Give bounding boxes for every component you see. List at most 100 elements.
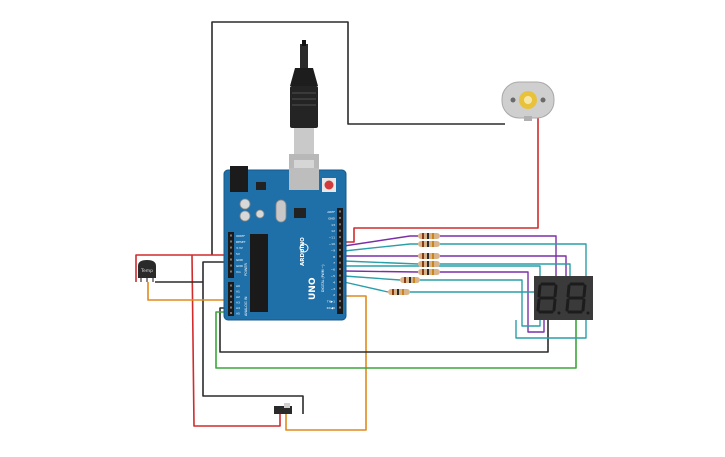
- resistor-icon[interactable]: [400, 277, 420, 283]
- resistor-icon[interactable]: [418, 233, 440, 239]
- wire-seg-6[interactable]: [343, 270, 545, 333]
- digital-pin[interactable]: [339, 229, 341, 232]
- seven-segment-display-icon: [565, 282, 587, 314]
- digital-pin[interactable]: [339, 223, 341, 226]
- power-pin[interactable]: [230, 270, 232, 273]
- wire-display-common[interactable]: [215, 311, 577, 369]
- digital-pin[interactable]: [339, 255, 341, 258]
- wire-seg-2[interactable]: [343, 243, 587, 339]
- digital-pin[interactable]: [339, 306, 341, 309]
- wire-seg-3[interactable]: [344, 255, 567, 276]
- board-brand: ARDUINO: [300, 237, 306, 266]
- resistor-icon[interactable]: [388, 289, 410, 295]
- resistor-icon[interactable]: [418, 241, 440, 247]
- power-pin[interactable]: [230, 252, 232, 255]
- analog-pin[interactable]: [230, 290, 232, 292]
- power-pin[interactable]: [230, 258, 232, 261]
- power-pin-label: IOREF: [236, 234, 245, 238]
- seven-segment-display-1[interactable]: [534, 276, 564, 320]
- dc-motor-icon[interactable]: [501, 81, 555, 121]
- analog-pin-label: A5: [236, 312, 240, 316]
- digital-pin[interactable]: [339, 248, 341, 251]
- slide-switch-icon[interactable]: [274, 403, 292, 414]
- analog-pin-label: A2: [236, 295, 240, 299]
- digital-pin[interactable]: [339, 287, 341, 290]
- wire-switch-signal[interactable]: [285, 295, 367, 431]
- power-pin-label: GND: [236, 258, 244, 262]
- analog-pin[interactable]: [230, 295, 232, 298]
- digital-pin-label: 12: [331, 229, 335, 233]
- analog-pin[interactable]: [230, 284, 232, 287]
- digital-pin-label: 13: [331, 223, 335, 227]
- power-pin[interactable]: [230, 246, 232, 249]
- digital-pin[interactable]: [339, 210, 341, 213]
- wire-motor-ground[interactable]: [211, 21, 505, 255]
- analog-pin-label: A3: [236, 301, 240, 305]
- digital-pin-label: TX▶1: [326, 300, 335, 304]
- power-jack: [230, 166, 248, 192]
- header-label-power: POWER: [244, 262, 248, 276]
- digital-pin[interactable]: [339, 242, 341, 245]
- digital-pin-label: RX◀0: [327, 306, 335, 310]
- wire-motor-signal[interactable]: [344, 116, 539, 243]
- digital-pin[interactable]: [339, 268, 341, 271]
- analog-pin-label: A0: [236, 284, 240, 288]
- power-pin[interactable]: [230, 234, 232, 237]
- digital-pin[interactable]: [339, 236, 341, 239]
- power-pin-label: GND: [236, 264, 244, 268]
- power-pin[interactable]: [230, 264, 232, 267]
- wire-display-ground[interactable]: [219, 307, 549, 353]
- digital-pin-label: 4: [333, 280, 335, 284]
- digital-pin[interactable]: [339, 293, 341, 296]
- digital-pin-label: GND: [328, 216, 336, 220]
- power-pin-label: Vin: [236, 270, 241, 274]
- sensor-label: Temp: [140, 268, 153, 274]
- digital-pin[interactable]: [339, 280, 341, 283]
- digital-pin[interactable]: [339, 261, 341, 264]
- digital-pin-label: ~5: [331, 274, 336, 278]
- digital-pin[interactable]: [339, 300, 341, 303]
- digital-pin-label: 7: [333, 261, 335, 265]
- power-pin[interactable]: [230, 240, 232, 243]
- resistor-icon[interactable]: [418, 261, 440, 267]
- board-model: UNO: [308, 277, 318, 300]
- wire-seg-1[interactable]: [343, 235, 557, 276]
- power-pin-label: 3.3V: [236, 246, 244, 250]
- seven-segment-display-2[interactable]: [563, 276, 593, 320]
- digital-pin-label: 8: [333, 255, 335, 259]
- power-header: [228, 232, 234, 278]
- wire-seg-5[interactable]: [344, 265, 541, 276]
- temperature-sensor-icon[interactable]: Temp: [138, 260, 156, 282]
- digital-pin-label: ~3: [331, 287, 336, 291]
- seven-segment-display-icon: [536, 282, 558, 314]
- wire-seg-4[interactable]: [343, 260, 571, 276]
- wire-seg-8[interactable]: [343, 281, 537, 293]
- analog-pin[interactable]: [230, 301, 232, 303]
- wire-sensor-signal[interactable]: [147, 282, 228, 301]
- usb-socket: [289, 168, 319, 190]
- digital-pin-label: ~9: [331, 248, 336, 252]
- power-pin-label: 5V: [236, 252, 241, 256]
- digital-pin-label: ~6: [331, 268, 336, 272]
- digital-pin-label: AREF: [327, 210, 335, 214]
- analog-pin[interactable]: [230, 306, 232, 309]
- header-label-analog: ANALOG IN: [244, 296, 248, 316]
- wire-seg-7[interactable]: [343, 275, 541, 327]
- resistor-icon[interactable]: [418, 253, 440, 259]
- analog-pin[interactable]: [230, 312, 232, 314]
- wire-ground[interactable]: [155, 261, 304, 414]
- wire-5v[interactable]: [135, 254, 281, 427]
- microcontroller-chip: [250, 234, 268, 312]
- digital-header: [337, 208, 343, 314]
- analog-pin-label: A1: [236, 290, 240, 294]
- analog-pin-label: A4: [236, 306, 240, 310]
- digital-pin-label: 2: [333, 293, 335, 297]
- arduino-board[interactable]: ARDUINO UNO POWER ANALOG IN DIGITAL (PWM…: [223, 166, 347, 321]
- digital-pin[interactable]: [339, 274, 341, 277]
- digital-pin[interactable]: [339, 216, 341, 219]
- digital-pin-label: ~11: [329, 236, 335, 240]
- resistor-icon[interactable]: [418, 269, 440, 275]
- analog-header: [228, 282, 234, 316]
- header-label-digital: DIGITAL (PWM ~): [321, 265, 325, 292]
